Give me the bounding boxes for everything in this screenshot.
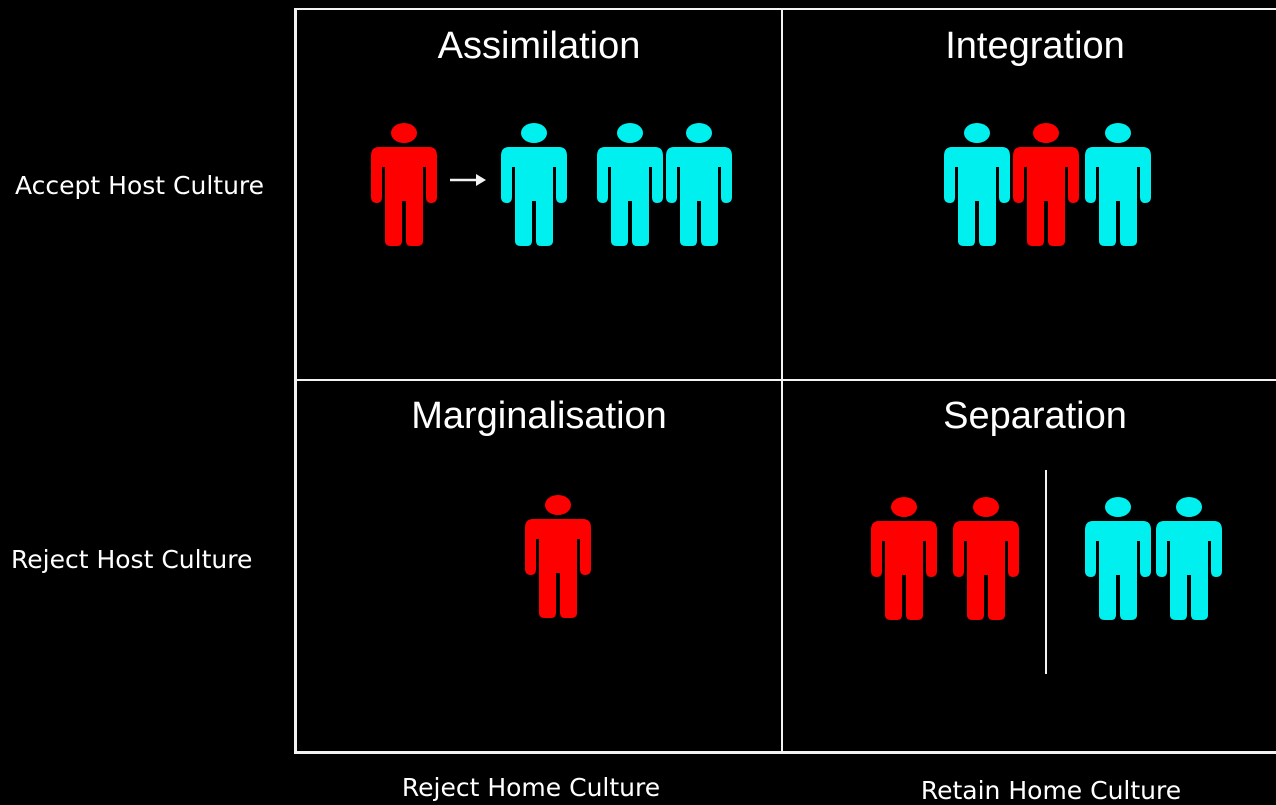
host-person-icon bbox=[1085, 497, 1151, 621]
host-person-icon bbox=[944, 123, 1010, 247]
column-label-reject-home: Reject Home Culture bbox=[401, 773, 661, 802]
host-person-icon bbox=[666, 123, 732, 247]
host-person-icon bbox=[1156, 497, 1222, 621]
quadrant-title-marginalisation: Marginalisation bbox=[411, 395, 667, 437]
home-person-icon bbox=[871, 497, 937, 621]
host-person-icon bbox=[501, 123, 567, 247]
separation-divider bbox=[1045, 470, 1047, 674]
home-person-icon bbox=[525, 495, 591, 619]
grid-vertical-divider bbox=[781, 8, 783, 754]
row-label-accept-host: Accept Host Culture bbox=[15, 171, 265, 200]
home-person-icon bbox=[1013, 123, 1079, 247]
grid-horizontal-divider bbox=[294, 379, 1276, 381]
quadrant-title-separation: Separation bbox=[943, 395, 1127, 437]
quadrant-title-assimilation: Assimilation bbox=[437, 25, 641, 67]
host-person-icon bbox=[1085, 123, 1151, 247]
column-label-retain-home: Retain Home Culture bbox=[920, 776, 1182, 805]
quadrant-title-integration: Integration bbox=[945, 25, 1125, 67]
host-person-icon bbox=[597, 123, 663, 247]
home-person-icon bbox=[953, 497, 1019, 621]
home-person-icon bbox=[371, 123, 437, 247]
arrow-icon bbox=[449, 172, 487, 188]
row-label-reject-host: Reject Host Culture bbox=[11, 545, 253, 574]
quadrant-grid bbox=[294, 8, 1276, 754]
